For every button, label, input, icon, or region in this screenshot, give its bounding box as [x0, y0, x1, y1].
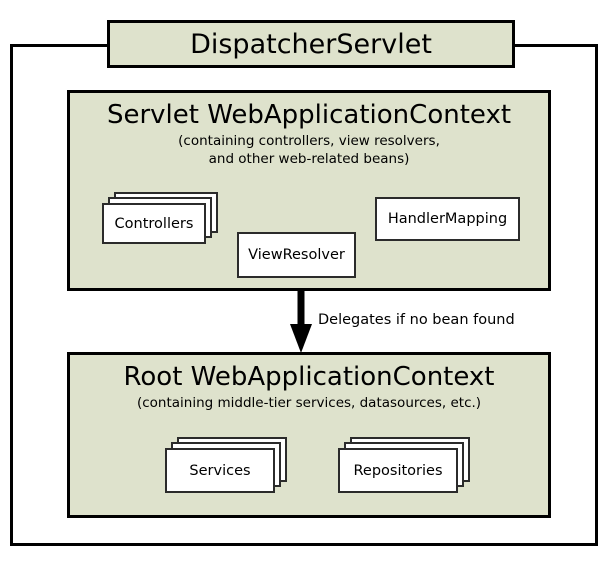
- servlet-context-heading: Servlet WebApplicationContext: [106, 100, 512, 130]
- down-arrow-icon: [290, 291, 312, 353]
- root-context-subtitle: (containing middle-tier services, dataso…: [70, 395, 548, 412]
- root-web-application-context-panel: Root WebApplicationContext (containing m…: [67, 352, 551, 518]
- servlet-web-application-context-panel: Servlet WebApplicationContext (containin…: [67, 90, 551, 291]
- component-controllers[interactable]: Controllers: [102, 192, 218, 244]
- servlet-context-subtitle: (containing controllers, view resolvers,…: [70, 133, 548, 168]
- handler-mapping-label: HandlerMapping: [387, 211, 508, 227]
- component-services[interactable]: Services: [165, 437, 287, 493]
- dispatcher-servlet-title-box: DispatcherServlet: [107, 20, 515, 68]
- servlet-context-subtitle-line-2: and other web-related beans): [208, 150, 410, 167]
- view-resolver-label: ViewResolver: [248, 247, 345, 263]
- servlet-context-subtitle-line-1: (containing controllers, view resolvers,: [178, 133, 440, 150]
- root-context-subtitle-line-1: (containing middle-tier services, dataso…: [136, 395, 482, 412]
- page-title: DispatcherServlet: [190, 28, 432, 60]
- component-view-resolver[interactable]: ViewResolver: [237, 232, 356, 278]
- services-label: Services: [165, 448, 275, 493]
- component-repositories[interactable]: Repositories: [338, 437, 470, 493]
- root-context-heading: Root WebApplicationContext: [123, 362, 495, 392]
- delegation-label: Delegates if no bean found: [318, 312, 515, 328]
- component-handler-mapping[interactable]: HandlerMapping: [375, 197, 520, 241]
- controllers-label: Controllers: [102, 203, 206, 244]
- repositories-label: Repositories: [338, 448, 458, 493]
